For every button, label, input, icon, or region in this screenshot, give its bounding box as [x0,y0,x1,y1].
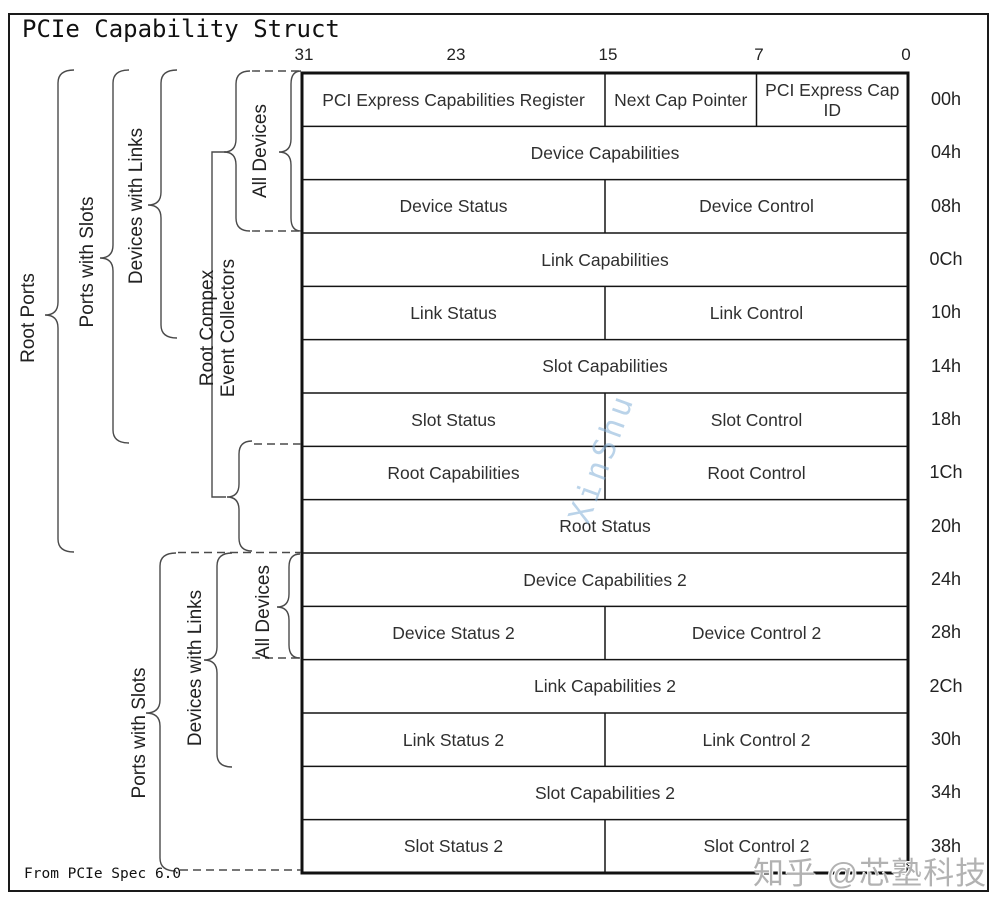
offset-label: 28h [930,622,962,643]
register-cell: PCI Express Capabilities Register [322,89,585,110]
group-label-ports-with-slots: Ports with Slots [77,196,98,328]
register-cell: Next Cap Pointer [614,89,748,110]
curly-brace [147,69,178,339]
curly-brace [278,70,302,232]
register-cell: Root Capabilities [387,462,520,483]
register-cell: Root Control [707,462,806,483]
register-cell: PCI Express Cap ID [765,79,900,120]
group-label-all-devices: All Devices [250,104,271,198]
offset-label: 2Ch [929,675,963,696]
bit-label-0: 0 [901,45,911,64]
offset-label: 1Ch [929,462,963,483]
register-cell: Link Status [410,302,497,323]
rcec-bracket [211,151,226,498]
rcec-label-line2: Event Collectors [218,258,239,398]
rcec-label-line1: Root Compex [197,269,218,387]
diagram-title: PCIe Capability Struct [22,15,340,43]
offset-label: 08h [930,195,962,216]
offset-label: 04h [930,142,962,163]
register-cell: Device Status 2 [392,622,515,643]
register-cell: Device Control [699,196,814,217]
register-cell: Link Control [709,302,804,323]
register-cell: Link Control 2 [702,729,811,750]
curly-brace [203,552,233,768]
figure-border [8,13,989,892]
watermark-zhihu: 知乎 @芯塾科技 [753,856,988,891]
bit-label-23: 23 [446,45,466,64]
curly-brace [276,553,301,659]
bit-label-15: 15 [598,45,618,64]
offset-label: 10h [930,302,962,323]
offset-label: 24h [930,569,962,590]
offset-label: 20h [930,515,962,536]
source-note: From PCIe Spec 6.0 [24,866,182,882]
register-cell: Device Capabilities 2 [523,569,687,590]
register-cell: Slot Control [710,409,803,430]
group-label-devices-with-links: Devices with Links [126,127,147,285]
group-label-devices-with-links-2: Devices with Links [185,589,206,747]
group-label-all-devices-2: All Devices [253,565,274,659]
register-cell: Link Status 2 [402,729,505,750]
register-cell: Root Status [559,516,651,537]
register-cell: Slot Capabilities [542,356,668,377]
curly-brace [226,440,253,552]
curly-brace [145,552,177,872]
register-cell: Device Status [399,196,508,217]
offset-label: 14h [930,355,962,376]
offset-label: 0Ch [929,249,963,270]
curly-brace [223,70,251,232]
register-cell: Device Control 2 [691,622,822,643]
offset-label: 00h [930,89,962,110]
group-label-root-complex-event-collectors: Root Compex Event Collectors [197,259,239,397]
curly-brace [44,69,75,553]
bit-label-7: 7 [754,45,764,64]
register-cell: Slot Capabilities 2 [534,782,676,803]
offset-label: 18h [930,409,962,430]
offset-label: 30h [930,729,962,750]
curly-brace [99,69,130,444]
register-cell: Device Capabilities [530,142,680,163]
register-cell: Slot Control 2 [703,836,810,857]
register-cell: Link Capabilities 2 [533,676,677,697]
offset-label: 38h [930,835,962,856]
group-label-ports-with-slots-2: Ports with Slots [129,667,150,799]
group-label-root-ports: Root Ports [18,273,39,363]
register-cell: Slot Status 2 [403,836,504,857]
bit-label-31: 31 [294,45,314,64]
register-cell: Link Capabilities [541,249,669,270]
register-cell: Slot Status [411,409,496,430]
offset-label: 34h [930,782,962,803]
